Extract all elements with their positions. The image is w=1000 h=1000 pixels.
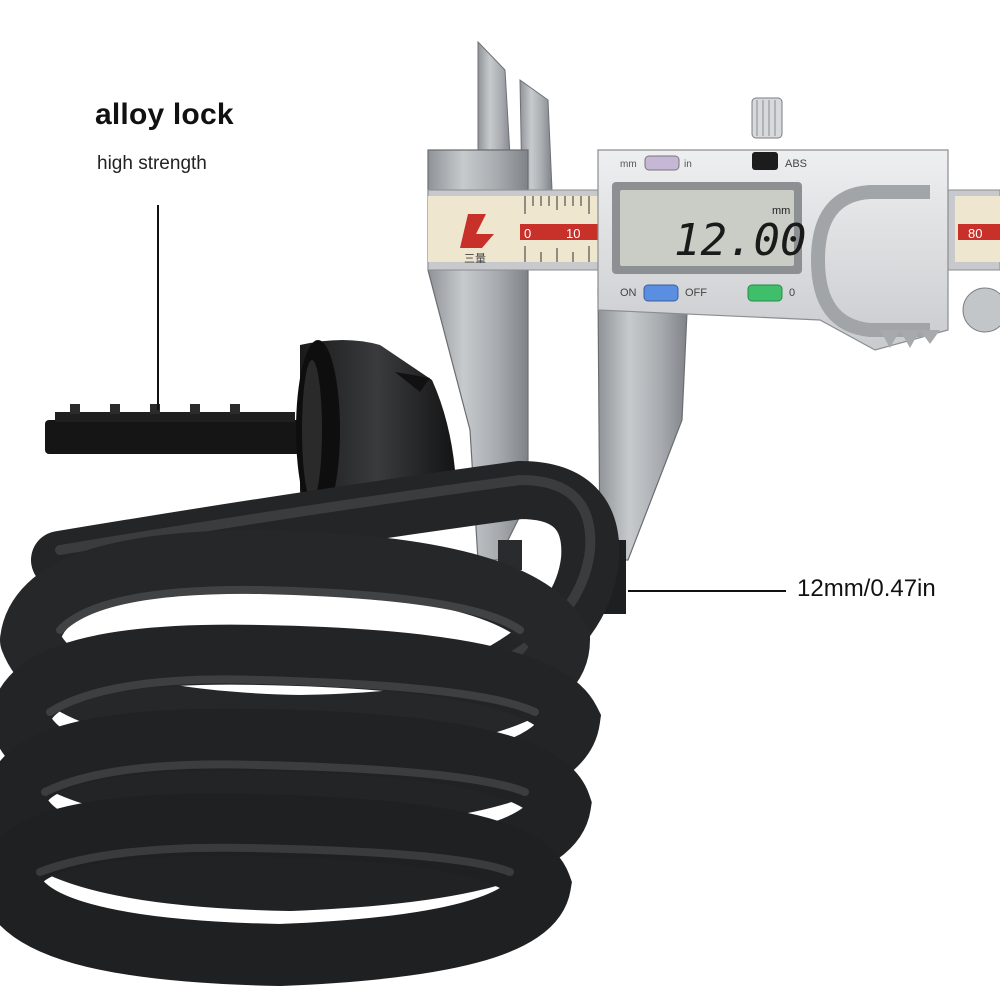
unit-switch-in-label: in [684,159,692,170]
digital-caliper-icon: 0 10 80 三量 mm in [427,40,1000,614]
scale-number: 0 [524,226,531,241]
lcd-unit: mm [772,205,790,217]
scale-number: 80 [968,226,982,241]
cable-lock-icon [45,340,455,530]
callout-title: alloy lock [95,98,234,131]
unit-switch-mm-label: mm [620,159,637,170]
brand-text: 三量 [464,252,486,265]
brand-logo [460,214,494,248]
coiled-cable [0,460,620,987]
abs-label: ABS [785,158,807,170]
off-label: OFF [685,287,707,299]
callout-subtitle: high strength [97,153,207,174]
dimension-label: 12mm/0.47in [797,575,936,602]
on-label: ON [620,287,637,299]
lcd-reading: 12.00 [674,215,806,266]
zero-label: 0 [789,287,795,299]
scale-number: 10 [566,226,580,241]
